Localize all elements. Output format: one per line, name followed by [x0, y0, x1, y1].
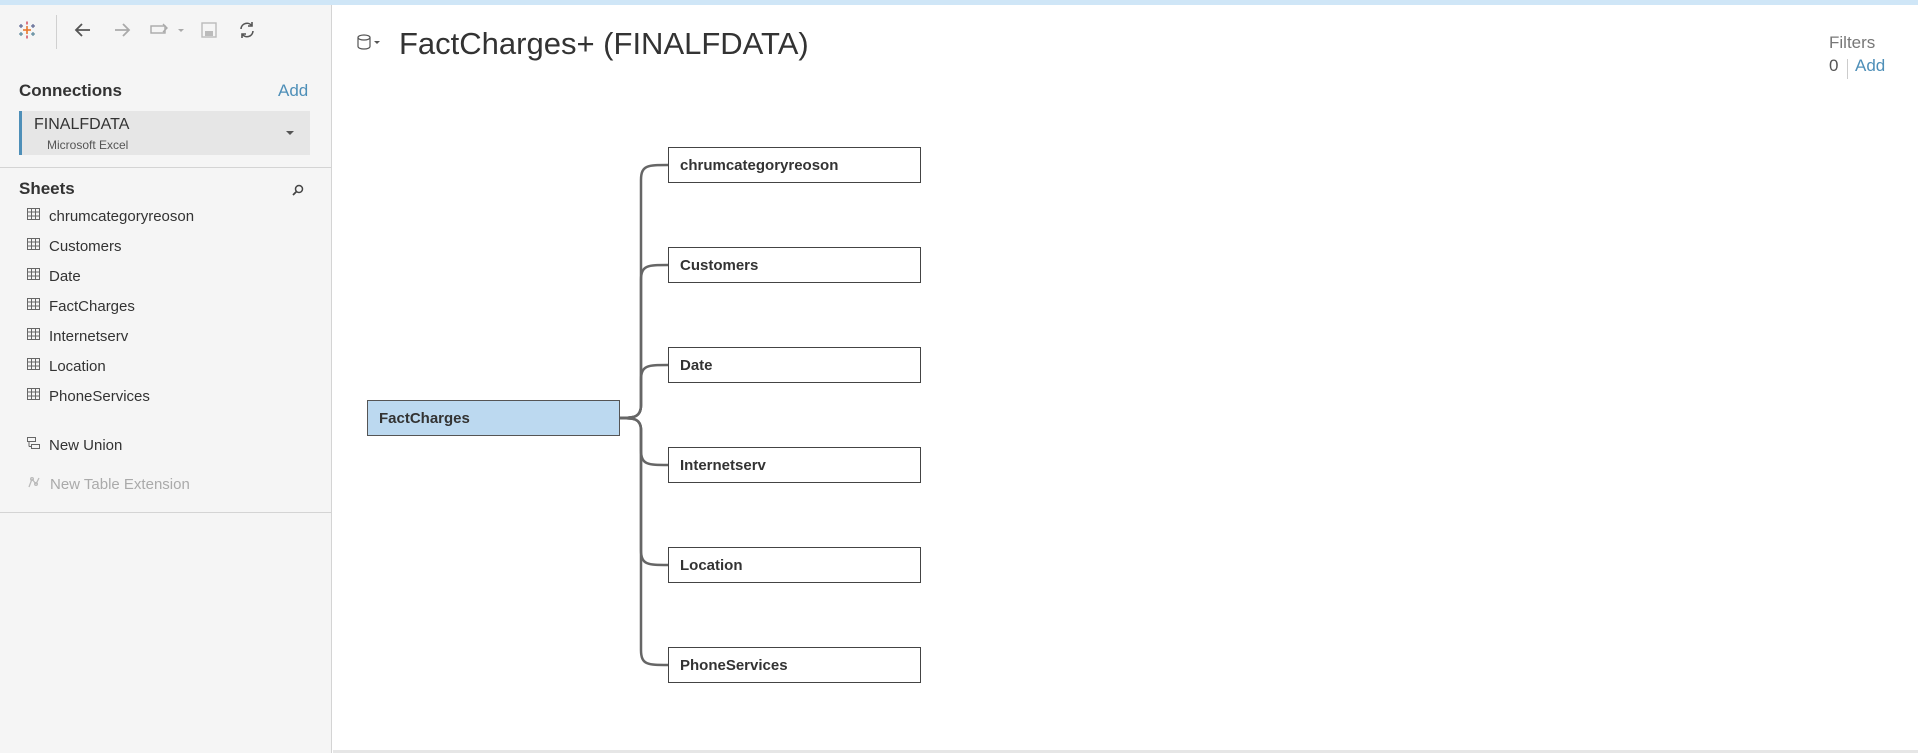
union-icon	[27, 436, 40, 454]
connections-heading: Connections	[19, 81, 122, 100]
redo-dropdown-icon[interactable]	[147, 17, 187, 43]
sheet-item[interactable]: Internetserv	[27, 324, 317, 348]
sheet-label: Internetserv	[49, 327, 129, 345]
table-node[interactable]: Internetserv	[668, 447, 921, 483]
sidebar-divider	[0, 512, 332, 513]
table-grid-icon	[27, 357, 40, 375]
new-table-extension-label: New Table Extension	[50, 475, 190, 493]
canvas: FactCharges+ (FINALFDATA) Filters 0 Add …	[333, 5, 1918, 753]
table-grid-icon	[27, 297, 40, 315]
add-filter-link[interactable]: Add	[1855, 56, 1886, 75]
table-node[interactable]: PhoneServices	[668, 647, 921, 683]
table-node-root[interactable]: FactCharges	[367, 400, 620, 436]
back-arrow-icon[interactable]	[70, 17, 96, 43]
table-node[interactable]: Date	[668, 347, 921, 383]
table-node[interactable]: Customers	[668, 247, 921, 283]
sidebar-divider	[0, 167, 332, 168]
sheet-item[interactable]: chrumcategoryreoson	[27, 204, 317, 228]
refresh-icon[interactable]	[234, 17, 260, 43]
table-extension-icon	[27, 475, 41, 494]
top-accent-bar	[0, 0, 1918, 5]
sheet-item[interactable]: PhoneServices	[27, 384, 317, 408]
sheet-item[interactable]: FactCharges	[27, 294, 317, 318]
connection-item[interactable]: FINALFDATA Microsoft Excel	[19, 111, 310, 155]
table-node[interactable]: chrumcategoryreoson	[668, 147, 921, 183]
sheet-label: Location	[49, 357, 106, 375]
table-grid-icon	[27, 327, 40, 345]
add-connection-link[interactable]: Add	[278, 81, 309, 100]
sidebar: Connections Add FINALFDATA Microsoft Exc…	[0, 5, 332, 753]
filters-separator	[1847, 59, 1848, 79]
relationship-lines	[617, 163, 669, 667]
tableau-logo-icon[interactable]	[14, 17, 40, 43]
sheet-item[interactable]: Location	[27, 354, 317, 378]
datasource-cylinder-icon[interactable]	[357, 34, 381, 55]
new-union-label: New Union	[49, 436, 123, 454]
new-union-item[interactable]: New Union	[27, 433, 317, 457]
table-grid-icon	[27, 387, 40, 405]
save-icon[interactable]	[196, 17, 222, 43]
table-grid-icon	[27, 207, 40, 225]
sheet-item[interactable]: Customers	[27, 234, 317, 258]
table-grid-icon	[27, 267, 40, 285]
sheet-label: Customers	[49, 237, 122, 255]
forward-arrow-icon[interactable]	[109, 17, 135, 43]
sheet-label: PhoneServices	[49, 387, 150, 405]
sheets-heading: Sheets	[19, 179, 75, 198]
table-grid-icon	[27, 237, 40, 255]
search-icon[interactable]	[292, 183, 304, 201]
sheet-label: Date	[49, 267, 81, 285]
canvas-bottom-border	[333, 750, 1918, 753]
toolbar	[0, 5, 332, 53]
sheet-item[interactable]: Date	[27, 264, 317, 288]
filters-count: 0	[1829, 56, 1839, 75]
connection-name: FINALFDATA	[34, 116, 130, 133]
sheet-label: chrumcategoryreoson	[49, 207, 195, 225]
filters-label: Filters	[1829, 33, 1876, 52]
connection-type: Microsoft Excel	[47, 138, 129, 152]
sheet-label: FactCharges	[49, 297, 135, 315]
chevron-down-icon[interactable]	[280, 123, 300, 143]
new-table-extension-item[interactable]: New Table Extension	[27, 472, 317, 496]
table-node[interactable]: Location	[668, 547, 921, 583]
page-title[interactable]: FactCharges+ (FINALFDATA)	[399, 26, 809, 61]
toolbar-separator	[56, 15, 57, 49]
